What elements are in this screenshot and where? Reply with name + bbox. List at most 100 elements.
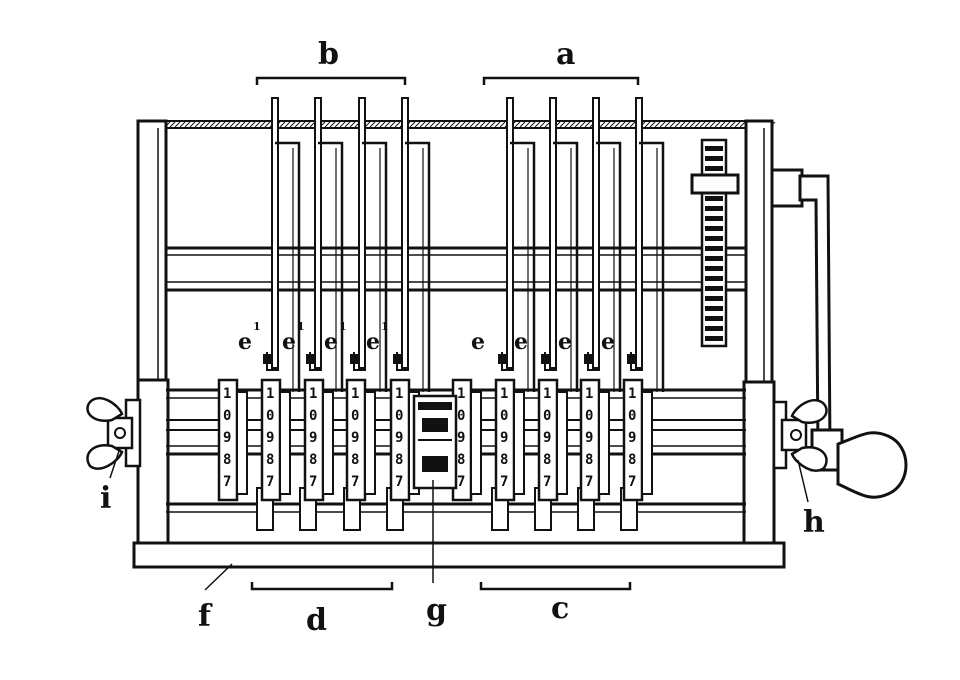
wheel-digit: 9 bbox=[628, 430, 636, 446]
central-gear bbox=[412, 394, 458, 490]
right-wing-nut bbox=[772, 399, 828, 472]
lever-4 bbox=[386, 97, 431, 531]
leader-i bbox=[109, 447, 121, 479]
wheel-digit: 8 bbox=[457, 452, 465, 468]
label-g: g bbox=[426, 593, 447, 628]
label-e1-4: e bbox=[366, 329, 380, 355]
wheel-digit: 0 bbox=[500, 408, 508, 424]
leader-h bbox=[797, 459, 809, 503]
label-e1-3: e bbox=[324, 329, 338, 355]
label-e1-1: e bbox=[238, 329, 252, 355]
wheel-digit: 1 bbox=[395, 386, 403, 402]
e-label-group: e 1 e 1 e 1 e 1 e e e e bbox=[238, 320, 615, 355]
wheel-digit: 1 bbox=[457, 386, 465, 402]
wheel-digit: 7 bbox=[223, 474, 231, 490]
wheel-digit: 8 bbox=[500, 452, 508, 468]
leader-f bbox=[204, 563, 233, 591]
label-a: a bbox=[556, 37, 575, 72]
bracket-d bbox=[250, 582, 394, 591]
wheel-digit: 0 bbox=[309, 408, 317, 424]
wheel-digit: 0 bbox=[457, 408, 465, 424]
wheel-digit: 7 bbox=[266, 474, 274, 490]
wheel-digit: 1 bbox=[585, 386, 593, 402]
wheel-digit: 7 bbox=[585, 474, 593, 490]
label-h: h bbox=[803, 505, 825, 540]
wheel-digit: 9 bbox=[223, 430, 231, 446]
wheel-digit: 7 bbox=[395, 474, 403, 490]
label-e1-2: e bbox=[282, 329, 296, 355]
left-wing-nut bbox=[86, 397, 142, 470]
label-e-1: e bbox=[471, 329, 485, 355]
lever-5 bbox=[491, 97, 536, 531]
wheel-digit: 7 bbox=[457, 474, 465, 490]
label-e1-1-sup: 1 bbox=[253, 320, 261, 333]
label-b: b bbox=[318, 37, 339, 72]
label-e1-3-sup: 1 bbox=[339, 320, 347, 333]
lever-1 bbox=[256, 97, 301, 531]
wheel-digit: 1 bbox=[266, 386, 274, 402]
wheel-digit: 1 bbox=[543, 386, 551, 402]
wheel-digit: 9 bbox=[266, 430, 274, 446]
wheel-digit: 0 bbox=[395, 408, 403, 424]
base-board bbox=[132, 541, 786, 569]
wheel-digit: 0 bbox=[266, 408, 274, 424]
wheel-digit: 9 bbox=[500, 430, 508, 446]
label-e1-4-sup: 1 bbox=[381, 320, 389, 333]
label-e1-2-sup: 1 bbox=[297, 320, 305, 333]
label-e-2: e bbox=[514, 329, 528, 355]
wheel-digit: 9 bbox=[351, 430, 359, 446]
wheel-digit: 9 bbox=[585, 430, 593, 446]
wheel-digit: 1 bbox=[500, 386, 508, 402]
label-i: i bbox=[100, 481, 111, 516]
wheel-digit: 7 bbox=[309, 474, 317, 490]
crank-handle bbox=[770, 168, 908, 499]
wheel-digit: 7 bbox=[628, 474, 636, 490]
wheel-digit: 8 bbox=[585, 452, 593, 468]
label-e-4: e bbox=[601, 329, 615, 355]
wheel-digit: 0 bbox=[351, 408, 359, 424]
upper-guide-rod bbox=[166, 246, 746, 292]
wheel-digit: 0 bbox=[628, 408, 636, 424]
wheel-digit: 9 bbox=[543, 430, 551, 446]
wheel-digit: 8 bbox=[543, 452, 551, 468]
wheel-digit: 1 bbox=[351, 386, 359, 402]
label-e-3: e bbox=[558, 329, 572, 355]
wheel-digit: 0 bbox=[543, 408, 551, 424]
wheel-digit: 0 bbox=[223, 408, 231, 424]
wheel-digit: 7 bbox=[500, 474, 508, 490]
wheel-digit: 1 bbox=[223, 386, 231, 402]
label-f: f bbox=[198, 599, 213, 634]
bracket-c bbox=[479, 582, 632, 591]
wheel-digit: 7 bbox=[351, 474, 359, 490]
wheel-digit: 0 bbox=[585, 408, 593, 424]
left-bearing-block bbox=[136, 378, 170, 545]
right-bearing-block bbox=[742, 380, 776, 545]
wheel-digit: 8 bbox=[628, 452, 636, 468]
wheel-digit: 8 bbox=[309, 452, 317, 468]
wheel-digit: 1 bbox=[628, 386, 636, 402]
bracket-a bbox=[482, 76, 640, 85]
bracket-b bbox=[255, 76, 407, 85]
wheel-digit: 8 bbox=[351, 452, 359, 468]
wheel-digit: 8 bbox=[223, 452, 231, 468]
wheel-digit: 8 bbox=[266, 452, 274, 468]
label-d: d bbox=[306, 603, 327, 638]
wheel-digit: 1 bbox=[309, 386, 317, 402]
wheel-digit: 8 bbox=[395, 452, 403, 468]
wheel-digit: 9 bbox=[395, 430, 403, 446]
wheel-digit: 9 bbox=[457, 430, 465, 446]
number-wheel-group: 1098710987109871098710987109871098710987… bbox=[217, 378, 653, 502]
wheel-digit: 9 bbox=[309, 430, 317, 446]
carry-gear bbox=[690, 138, 740, 348]
